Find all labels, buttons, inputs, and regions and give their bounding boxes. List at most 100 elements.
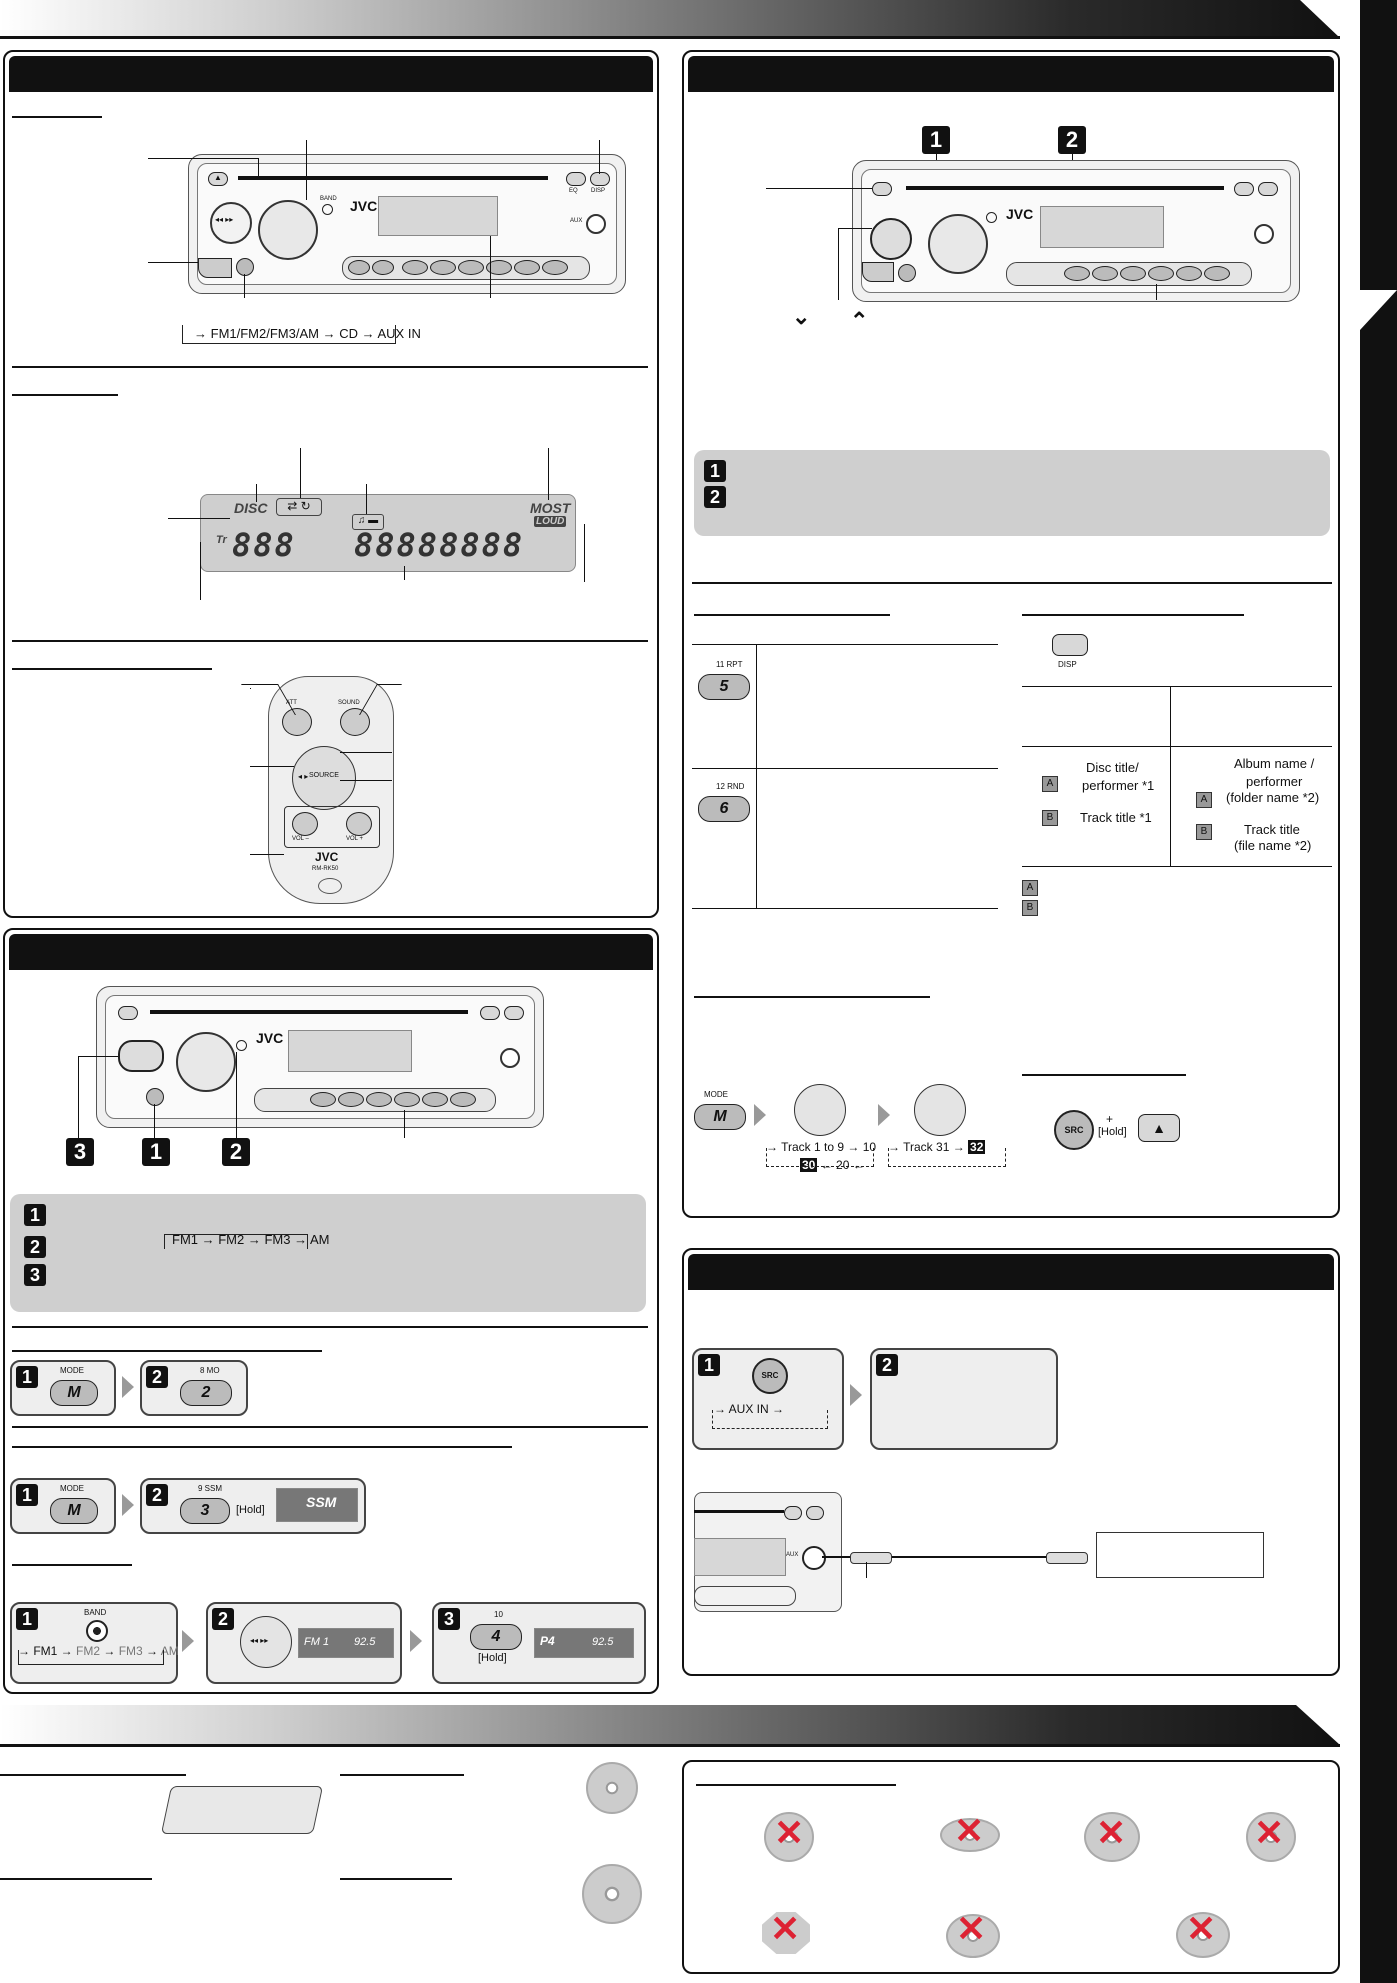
detail-eq-button[interactable] (784, 1506, 802, 1520)
preset-5[interactable] (1176, 266, 1202, 281)
tr-indicator: Tr (216, 534, 227, 546)
table-rule (692, 644, 998, 645)
leader-line (766, 188, 872, 189)
tune-arrows: ◂◂ ▸▸ (250, 1636, 268, 1645)
eject-button[interactable]: ▲ (208, 172, 228, 186)
subhead-display (12, 394, 118, 396)
remote-vol-minus[interactable] (292, 812, 318, 836)
mode-key[interactable]: M (50, 1380, 98, 1406)
table-rule (692, 908, 998, 909)
preset-1[interactable] (402, 260, 428, 275)
disc-title: Disc title/ (1086, 760, 1139, 775)
eject-button[interactable] (872, 182, 892, 196)
band-label: BAND (320, 196, 337, 202)
aux-jack-detail[interactable] (802, 1546, 826, 1570)
band-button[interactable] (236, 1040, 247, 1051)
preset-3[interactable] (458, 260, 484, 275)
legend-b-2: B (1196, 824, 1212, 840)
top-rule (0, 36, 1340, 39)
remote-vol-plus[interactable] (346, 812, 372, 836)
preset-key-4[interactable]: 4 (470, 1624, 522, 1650)
ssm-key[interactable]: 3 (180, 1498, 230, 1524)
cd-mode-caption: MODE (704, 1090, 728, 1099)
rpt-key[interactable]: 5 (698, 674, 750, 700)
detach-button[interactable] (862, 262, 894, 282)
step-arrow (850, 1384, 862, 1406)
step-num-2: 2 (146, 1484, 168, 1506)
preset-5[interactable] (514, 260, 540, 275)
remote-hole (318, 878, 342, 894)
cd-marker-2: 2 (1058, 126, 1086, 154)
leader-line (200, 542, 201, 600)
aux-jack[interactable] (586, 214, 606, 234)
src-button-eject[interactable]: SRC (1054, 1110, 1094, 1150)
volume-knob[interactable] (258, 200, 318, 260)
disp-button[interactable] (1258, 182, 1278, 196)
step-num-2: 2 (146, 1366, 168, 1388)
preset-6[interactable] (450, 1092, 476, 1107)
section-divider (692, 582, 1332, 584)
aux-jack[interactable] (500, 1048, 520, 1068)
detail-disp-button[interactable] (806, 1506, 824, 1520)
external-device-box (1096, 1532, 1264, 1578)
preset-5[interactable] (422, 1092, 448, 1107)
preset-mode[interactable] (372, 260, 394, 275)
volume-knob[interactable] (176, 1032, 236, 1092)
eject-button[interactable] (118, 1006, 138, 1020)
rnd-key[interactable]: 6 (698, 796, 750, 822)
eject-hold: [Hold] (1098, 1126, 1127, 1138)
preset-hold: [Hold] (478, 1652, 507, 1664)
disp-button[interactable] (504, 1006, 524, 1020)
preset-3[interactable] (1120, 266, 1146, 281)
preset-sel[interactable] (348, 260, 370, 275)
subhead-eject (1022, 1074, 1186, 1076)
disp-button[interactable] (590, 172, 610, 186)
cd-slot (238, 176, 548, 180)
preset-2[interactable] (430, 260, 456, 275)
skip-dial-1[interactable] (794, 1084, 846, 1136)
disc-performer: performer *1 (1082, 778, 1154, 793)
eq-button[interactable] (1234, 182, 1254, 196)
band-button[interactable] (986, 212, 997, 223)
src-button[interactable] (236, 258, 254, 276)
control-dial-left[interactable] (870, 218, 912, 260)
cd-mode-key[interactable]: M (694, 1104, 746, 1130)
mo-key[interactable]: 2 (180, 1380, 232, 1406)
preset-1[interactable] (1064, 266, 1090, 281)
src-button[interactable] (898, 264, 916, 282)
eq-button[interactable] (566, 172, 586, 186)
band-button[interactable] (322, 204, 333, 215)
preset-4[interactable] (1148, 266, 1174, 281)
freq-band: FM 1 (304, 1636, 329, 1648)
volume-knob[interactable] (928, 214, 988, 274)
preset-3[interactable] (366, 1092, 392, 1107)
subhead-clean-connectors (0, 1774, 186, 1776)
src-button[interactable] (146, 1088, 164, 1106)
box-header (688, 1254, 1334, 1290)
preset-6[interactable] (542, 260, 568, 275)
legend-a-key: A (1022, 880, 1038, 896)
preset-2[interactable] (1092, 266, 1118, 281)
preset-6[interactable] (1204, 266, 1230, 281)
mode-key[interactable]: M (50, 1498, 98, 1524)
disp-key-large[interactable] (1052, 634, 1088, 656)
band-button-step[interactable] (86, 1620, 108, 1642)
unit-display (1040, 206, 1164, 248)
subhead-remote (12, 668, 212, 670)
step-arrow (754, 1104, 766, 1126)
preset-1[interactable] (310, 1092, 336, 1107)
table-divider (756, 644, 757, 908)
preset-2[interactable] (338, 1092, 364, 1107)
aux-src-button[interactable]: SRC (752, 1358, 788, 1394)
aux-jack[interactable] (1254, 224, 1274, 244)
detach-button[interactable] (198, 258, 232, 278)
eject-key[interactable]: ▲ (1138, 1114, 1180, 1142)
skip-dial-2[interactable] (914, 1084, 966, 1136)
step-num-2: 2 (212, 1608, 234, 1630)
rnd-caption: 12 RND (716, 782, 744, 791)
leader-line (404, 566, 405, 580)
most-indicator: MOST (530, 500, 570, 516)
control-dial-left[interactable] (118, 1040, 164, 1072)
preset-4[interactable] (394, 1092, 420, 1107)
eq-button[interactable] (480, 1006, 500, 1020)
